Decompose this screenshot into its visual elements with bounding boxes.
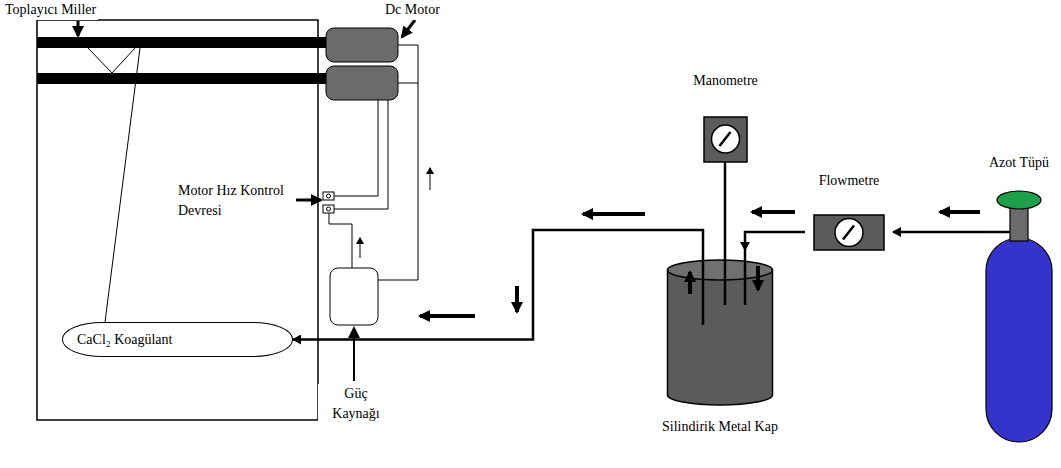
manometer: Manometre	[687, 72, 764, 162]
collector-shaft	[37, 73, 329, 84]
speed-control-circuit	[327, 194, 331, 198]
coagulant-bath: CaCl₂ Koagülant	[62, 322, 293, 357]
flow-arrow	[688, 272, 692, 294]
callout-arrow	[77, 21, 80, 36]
node-label: Silindirik Metal Kap	[660, 419, 780, 434]
nitrogen-tank: Azot Tüpü	[980, 150, 1058, 445]
pipe-connector	[893, 231, 980, 234]
callout-arrow	[402, 20, 415, 37]
node-shape	[650, 250, 790, 445]
flow-arrow	[756, 266, 760, 290]
node-shape	[980, 150, 1058, 445]
flowmeter: Flowmetre	[805, 172, 893, 252]
node-label-row: Silindirik Metal Kap	[650, 418, 790, 436]
node-label: Azot Tüpü	[987, 155, 1051, 170]
callout-label: Toplayıcı Miller	[3, 0, 98, 20]
node-label-row: Flowmetre	[805, 172, 893, 190]
node-label: CaCl₂ Koagülant	[63, 323, 292, 356]
current-arrow	[360, 238, 361, 258]
pipe	[702, 250, 705, 325]
gauge-needle	[843, 226, 854, 240]
metal-cylinder: Silindirik Metal Kap	[650, 250, 790, 445]
pipe	[980, 231, 1011, 234]
tank-body	[986, 238, 1052, 442]
dc-motor	[326, 66, 398, 100]
callout-label: Güç Kaynağı	[318, 384, 394, 424]
flow-arrow	[583, 212, 645, 216]
pipe-connector	[724, 162, 727, 250]
flow-arrow	[752, 210, 795, 214]
node-shape-group	[814, 215, 884, 250]
pipe	[744, 250, 747, 305]
gauge-dial	[712, 125, 740, 153]
manometer-body	[704, 117, 747, 162]
speed-control-circuit	[323, 205, 334, 213]
fiber-line	[105, 48, 140, 322]
node-label: Flowmetre	[817, 173, 882, 188]
callout-arrow	[353, 328, 355, 381]
collector-shaft	[37, 37, 329, 48]
wire	[398, 83, 418, 84]
wire	[329, 213, 352, 268]
power-supply	[330, 268, 378, 325]
flow-arrow	[515, 286, 519, 312]
speed-control-circuit	[323, 192, 334, 200]
flow-arrow	[420, 314, 475, 318]
cylinder-body	[668, 270, 773, 405]
callout-arrow	[294, 199, 321, 202]
gauge-needle	[720, 132, 731, 146]
fiber-line	[112, 48, 135, 73]
tank-valve	[997, 191, 1041, 209]
node-label-row: Manometre	[687, 72, 764, 90]
node-shape-group	[704, 117, 747, 162]
tank-neck	[1010, 207, 1028, 241]
callout-label: Motor Hız Kontrol Devresi	[176, 181, 296, 221]
wire	[334, 100, 388, 209]
pipe-connector	[745, 232, 805, 250]
node-shape-group	[668, 250, 773, 405]
wire	[378, 45, 418, 280]
fiber-line	[88, 48, 112, 73]
flowmeter-body	[814, 215, 884, 250]
gauge-dial	[835, 219, 863, 247]
flow-arrow	[940, 210, 980, 214]
callout-label: Dc Motor	[383, 0, 442, 20]
dc-motor	[326, 28, 398, 62]
node-label-row: Azot Tüpü	[980, 154, 1058, 172]
node-label: Manometre	[691, 73, 760, 88]
speed-control-circuit	[327, 207, 331, 211]
node-shape-group	[980, 191, 1052, 442]
pipe-connector	[293, 230, 703, 340]
current-arrow	[430, 168, 431, 190]
pipe	[724, 250, 727, 305]
wire	[334, 100, 378, 196]
